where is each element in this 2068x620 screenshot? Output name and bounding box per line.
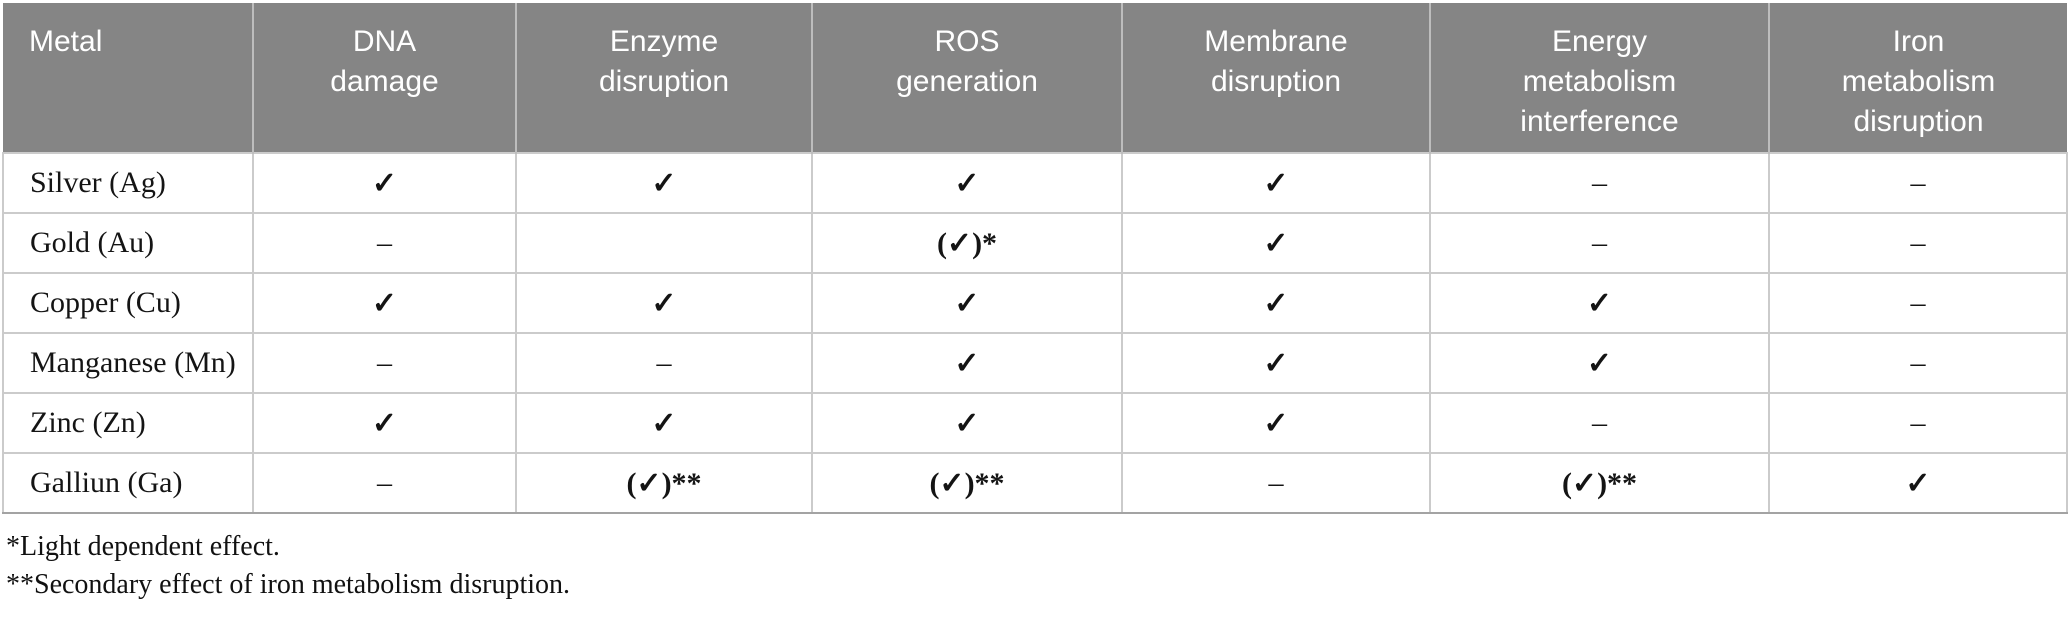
- table-cell: (✓)**: [1429, 452, 1770, 514]
- column-header-dna-damage: DNA damage: [252, 3, 516, 153]
- table-cell: (✓)*: [811, 212, 1123, 274]
- row-label-cell: Copper (Cu): [2, 272, 254, 334]
- table-cell: ✓: [811, 272, 1123, 334]
- row-label-cell: Manganese (Mn): [2, 332, 254, 394]
- table-cell: [515, 212, 813, 274]
- table-cell: –: [252, 452, 517, 514]
- table-row-silver: Silver (Ag) ✓ ✓ ✓ ✓ – –: [2, 152, 2068, 214]
- table-cell: (✓)**: [811, 452, 1123, 514]
- table-cell: –: [1429, 152, 1770, 214]
- table-cell: –: [1768, 272, 2068, 334]
- table-cell: –: [1768, 152, 2068, 214]
- column-header-energy-metabolism-interference: Energy metabolism interference: [1429, 3, 1769, 153]
- row-label-cell: Galliun (Ga): [2, 452, 254, 514]
- footnote-light-dependent: *Light dependent effect.: [6, 531, 280, 562]
- table-cell: –: [252, 332, 517, 394]
- table-cell: –: [1429, 212, 1770, 274]
- row-label-cell: Zinc (Zn): [2, 392, 254, 454]
- table-cell: –: [252, 212, 517, 274]
- footnote-secondary-effect: **Secondary effect of iron metabolism di…: [6, 569, 571, 600]
- table-row-manganese: Manganese (Mn) – – ✓ ✓ ✓ –: [2, 332, 2068, 394]
- table-cell: –: [1768, 212, 2068, 274]
- table-row-zinc: Zinc (Zn) ✓ ✓ ✓ ✓ – –: [2, 392, 2068, 454]
- metal-mechanisms-table: Metal DNA damage Enzyme disruption ROS g…: [2, 3, 2068, 514]
- table-cell: –: [515, 332, 813, 394]
- table-cell: –: [1768, 392, 2068, 454]
- table-cell: ✓: [515, 392, 813, 454]
- table-cell: ✓: [515, 272, 813, 334]
- table-cell: ✓: [1768, 452, 2068, 514]
- table-cell: ✓: [515, 152, 813, 214]
- column-header-iron-metabolism-disruption: Iron metabolism disruption: [1768, 3, 2067, 153]
- column-header-membrane-disruption: Membrane disruption: [1121, 3, 1430, 153]
- table-body: Silver (Ag) ✓ ✓ ✓ ✓ – – Gold (Au) – (✓)*…: [2, 152, 2068, 514]
- table-cell: ✓: [811, 332, 1123, 394]
- table-cell: ✓: [1121, 392, 1431, 454]
- table-cell: ✓: [811, 392, 1123, 454]
- table-cell: ✓: [1121, 152, 1431, 214]
- header-row: Metal DNA damage Enzyme disruption ROS g…: [3, 3, 2067, 153]
- table-cell: ✓: [1121, 332, 1431, 394]
- table-cell: ✓: [1429, 272, 1770, 334]
- table-cell: ✓: [1429, 332, 1770, 394]
- table-header: Metal DNA damage Enzyme disruption ROS g…: [3, 3, 2067, 153]
- table-cell: –: [1429, 392, 1770, 454]
- table-cell: ✓: [811, 152, 1123, 214]
- column-header-ros-generation: ROS generation: [811, 3, 1122, 153]
- table-cell: (✓)**: [515, 452, 813, 514]
- table-cell: ✓: [1121, 212, 1431, 274]
- table-footnotes: *Light dependent effect. **Secondary eff…: [6, 528, 2066, 604]
- table-row-gallium: Galliun (Ga) – (✓)** (✓)** – (✓)** ✓: [2, 452, 2068, 514]
- table-row-copper: Copper (Cu) ✓ ✓ ✓ ✓ ✓ –: [2, 272, 2068, 334]
- table-row-gold: Gold (Au) – (✓)* ✓ – –: [2, 212, 2068, 274]
- table-cell: ✓: [252, 392, 517, 454]
- table-cell: ✓: [252, 152, 517, 214]
- column-header-enzyme-disruption: Enzyme disruption: [515, 3, 812, 153]
- table-cell: ✓: [1121, 272, 1431, 334]
- table-cell: ✓: [252, 272, 517, 334]
- row-label-cell: Silver (Ag): [2, 152, 254, 214]
- column-header-metal: Metal: [3, 3, 253, 153]
- table-cell: –: [1121, 452, 1431, 514]
- table-cell: –: [1768, 332, 2068, 394]
- row-label-cell: Gold (Au): [2, 212, 254, 274]
